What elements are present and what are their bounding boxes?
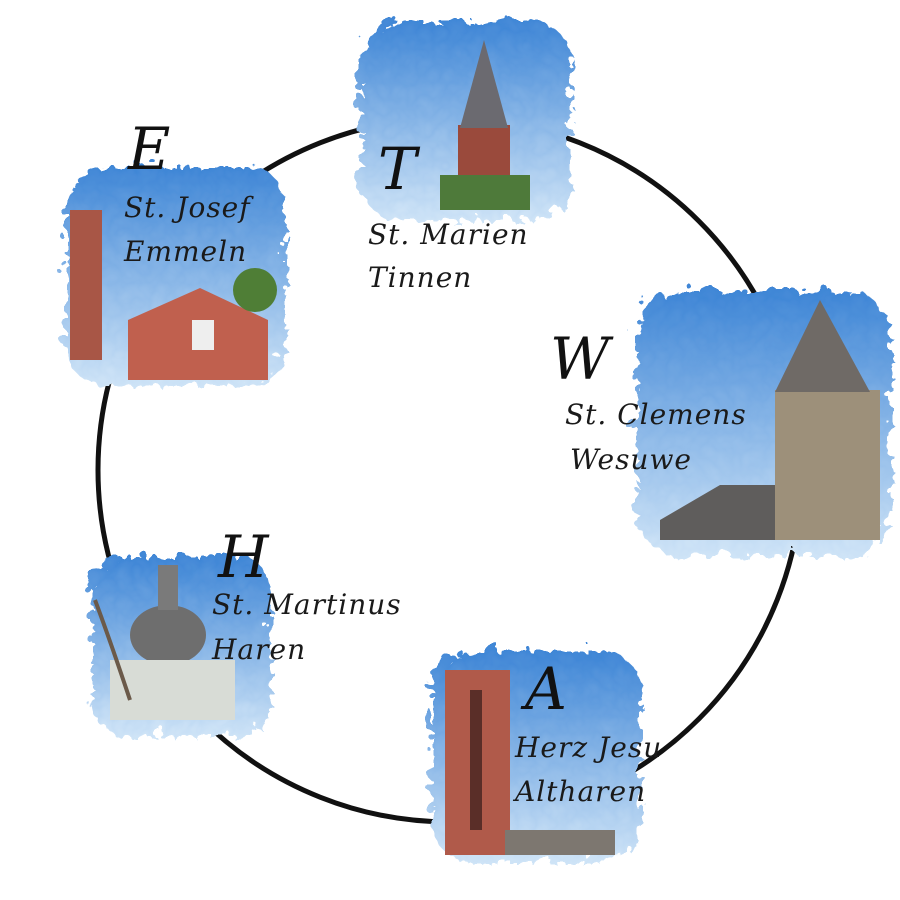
node-letter-e: E: [128, 115, 171, 183]
node-line1-t: St. Marien: [368, 218, 529, 251]
node-line2-e: Emmeln: [124, 235, 248, 268]
node-line1-h: St. Martinus: [212, 588, 402, 621]
photo-st-clemens-wesuwe: [630, 285, 885, 550]
node-letter-a: A: [525, 655, 567, 723]
photo-herz-jesu-altharen: [425, 645, 635, 855]
node-line2-a: Altharen: [515, 775, 647, 808]
node-letter-w: W: [550, 325, 610, 393]
node-line2-h: Haren: [212, 633, 307, 666]
photo-st-marien-tinnen: [355, 15, 565, 215]
node-letter-h: H: [218, 523, 269, 591]
node-line1-w: St. Clemens: [565, 398, 747, 431]
node-letter-t: T: [378, 135, 417, 203]
node-line1-a: Herz Jesu: [515, 731, 663, 764]
photo-st-martinus-haren: [85, 550, 265, 730]
node-line2-w: Wesuwe: [570, 443, 693, 476]
node-line1-e: St. Josef: [124, 191, 251, 224]
photo-st-josef-emmeln: [60, 160, 280, 380]
node-line2-t: Tinnen: [368, 261, 473, 294]
